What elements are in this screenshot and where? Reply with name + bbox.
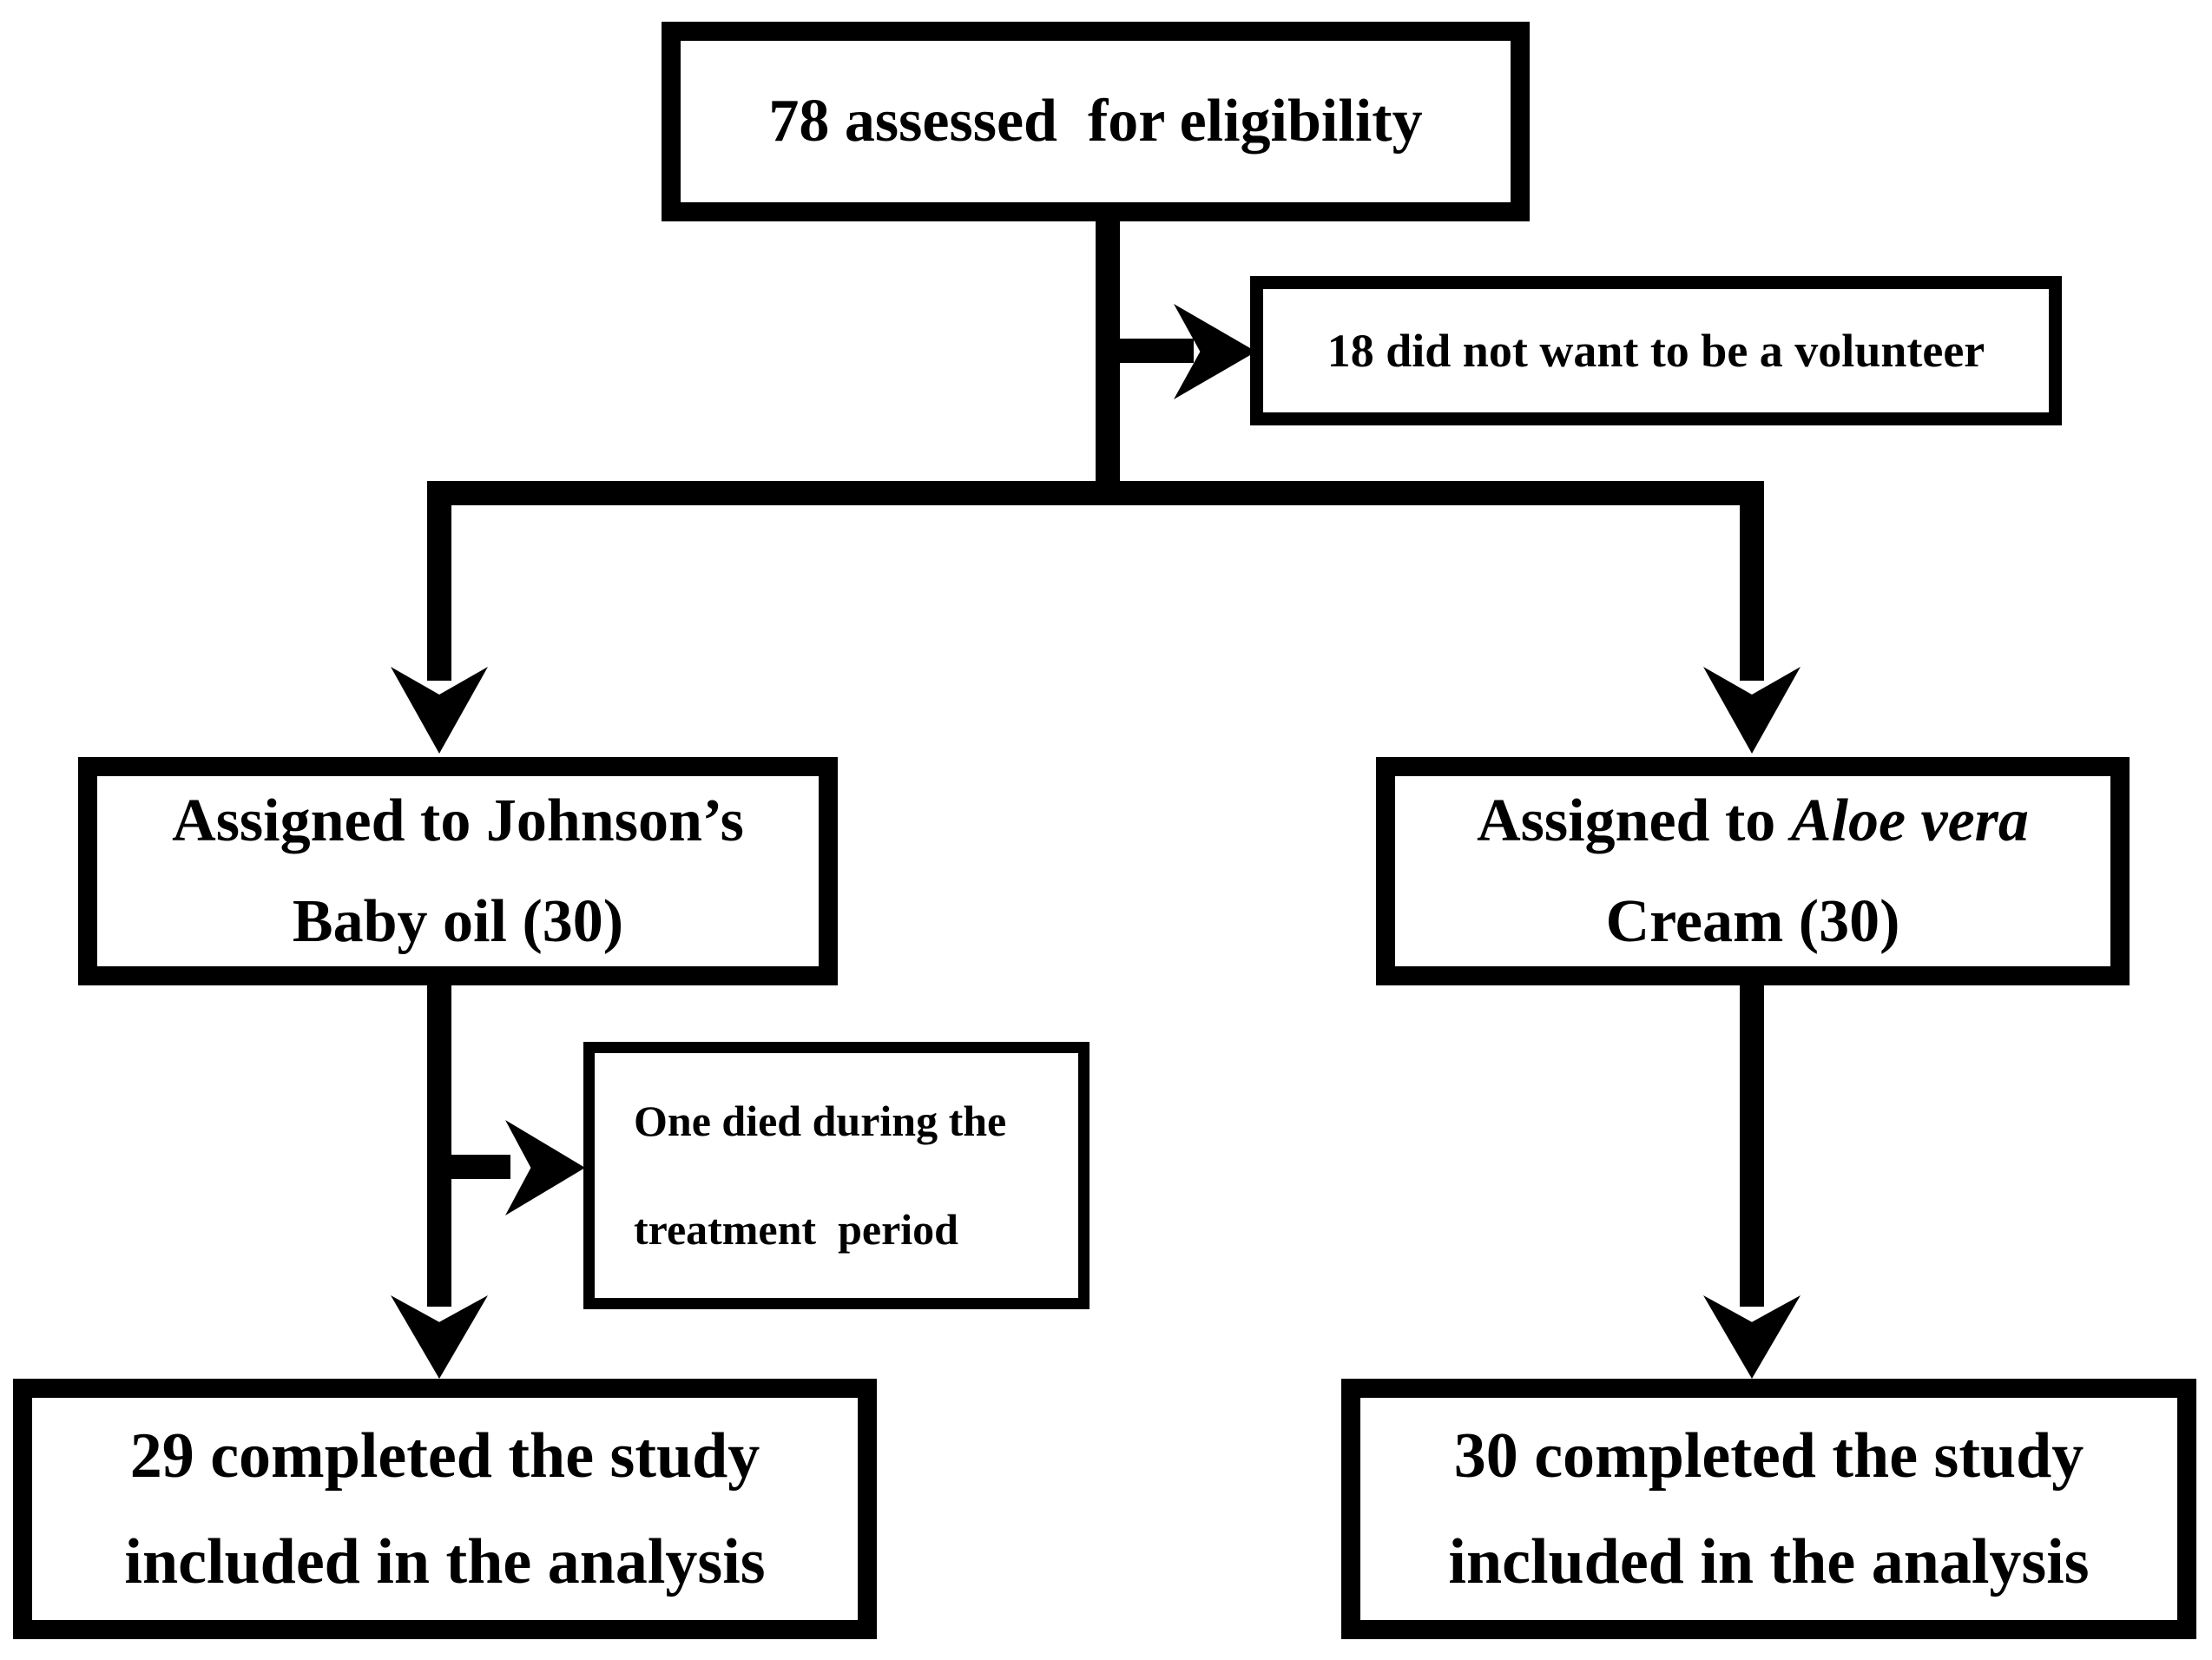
- died-line2: treatment period: [634, 1205, 958, 1254]
- died-box: One died during the treatment period: [583, 1042, 1090, 1309]
- assign-aloevera-italic: Aloe vera: [1790, 787, 2029, 854]
- completed-babyoil-line1: 29 completed the study: [129, 1420, 760, 1492]
- arrowhead-right-died-icon: [505, 1120, 585, 1215]
- completed-babyoil-line2: included in the analysis: [124, 1526, 766, 1597]
- arrowhead-down-right-lower-icon: [1703, 1295, 1801, 1379]
- died-line1: One died during the: [634, 1097, 1007, 1145]
- connector-right-branch: [1740, 481, 1764, 681]
- connector-left-lower-stem: [427, 985, 451, 1307]
- connector-left-branch: [427, 481, 451, 681]
- connector-top-stem: [1096, 220, 1120, 505]
- assign-aloevera-line2: Cream (30): [1605, 887, 1900, 955]
- excluded-text: 18 did not want to be a volunteer: [1327, 325, 1985, 377]
- completed-babyoil-box: 29 completed the study included in the a…: [13, 1379, 877, 1639]
- assign-aloevera-prefix: Assigned to: [1477, 787, 1791, 854]
- assign-aloevera-box: Assigned to Aloe vera Cream (30): [1376, 757, 2130, 985]
- assign-babyoil-line1: Assigned to Johnson’s: [172, 787, 744, 854]
- assign-babyoil-line2: Baby oil (30): [292, 887, 624, 955]
- connector-died-bar: [451, 1155, 510, 1179]
- completed-aloevera-line1: 30 completed the study: [1453, 1420, 2084, 1492]
- completed-aloevera-line2: included in the analysis: [1448, 1526, 2090, 1597]
- completed-aloevera-box: 30 completed the study included in the a…: [1341, 1379, 2196, 1639]
- arrowhead-down-left-lower-icon: [391, 1295, 488, 1379]
- connector-excluded-bar: [1120, 339, 1194, 363]
- excluded-box: 18 did not want to be a volunteer: [1250, 276, 2062, 425]
- assign-aloevera-line1: Assigned to Aloe vera: [1477, 771, 2029, 872]
- eligibility-text: 78 assessed for eligibility: [768, 88, 1423, 155]
- connector-branch-line: [427, 481, 1764, 505]
- assign-babyoil-box: Assigned to Johnson’s Baby oil (30): [78, 757, 838, 985]
- connector-right-lower-stem: [1740, 985, 1764, 1307]
- eligibility-box: 78 assessed for eligibility: [662, 22, 1530, 221]
